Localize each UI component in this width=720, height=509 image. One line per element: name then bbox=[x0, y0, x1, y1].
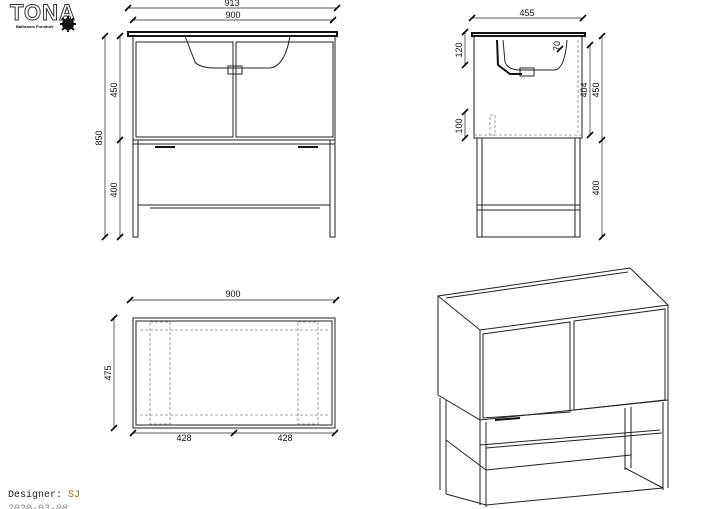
gear-icon bbox=[60, 16, 76, 32]
dim-cabinet-height: 450 bbox=[109, 82, 119, 97]
dim-edge-offset: 70 bbox=[552, 41, 562, 51]
dim-total-height: 850 bbox=[94, 130, 104, 145]
side-view: 455 120 70 404 450 100 400 bbox=[454, 8, 606, 241]
isometric-view bbox=[436, 267, 670, 507]
dim-half-right: 428 bbox=[277, 433, 292, 443]
dim-side-frame-height: 400 bbox=[591, 180, 601, 195]
logo-tagline: Bathroom Furniture bbox=[16, 24, 54, 29]
designer-label: Designer: bbox=[8, 490, 63, 501]
dim-frame-height: 400 bbox=[109, 182, 119, 197]
dim-half-left: 428 bbox=[176, 433, 191, 443]
dim-inner-height: 404 bbox=[579, 82, 589, 97]
designer-value: SJ bbox=[68, 490, 81, 501]
brand-logo: TONA Bathroom Furniture bbox=[10, 0, 76, 29]
dim-top-width: 900 bbox=[225, 289, 240, 299]
dim-cabinet-width: 900 bbox=[225, 10, 240, 20]
dim-basin-depth: 120 bbox=[454, 42, 464, 57]
dim-bottom-offset: 100 bbox=[454, 118, 464, 133]
logo-brand: TONA bbox=[10, 0, 76, 25]
front-view: 913 900 850 450 400 bbox=[94, 0, 341, 241]
top-view: 900 475 428 428 bbox=[103, 289, 340, 443]
dim-overall-width: 913 bbox=[224, 0, 239, 8]
designer-info: Designer: SJ bbox=[8, 490, 80, 501]
dim-side-cabinet-height: 450 bbox=[591, 82, 601, 97]
dim-depth: 455 bbox=[519, 8, 534, 18]
drawing-date: 2020-03-08 bbox=[8, 504, 68, 509]
dim-top-depth: 475 bbox=[103, 365, 113, 380]
